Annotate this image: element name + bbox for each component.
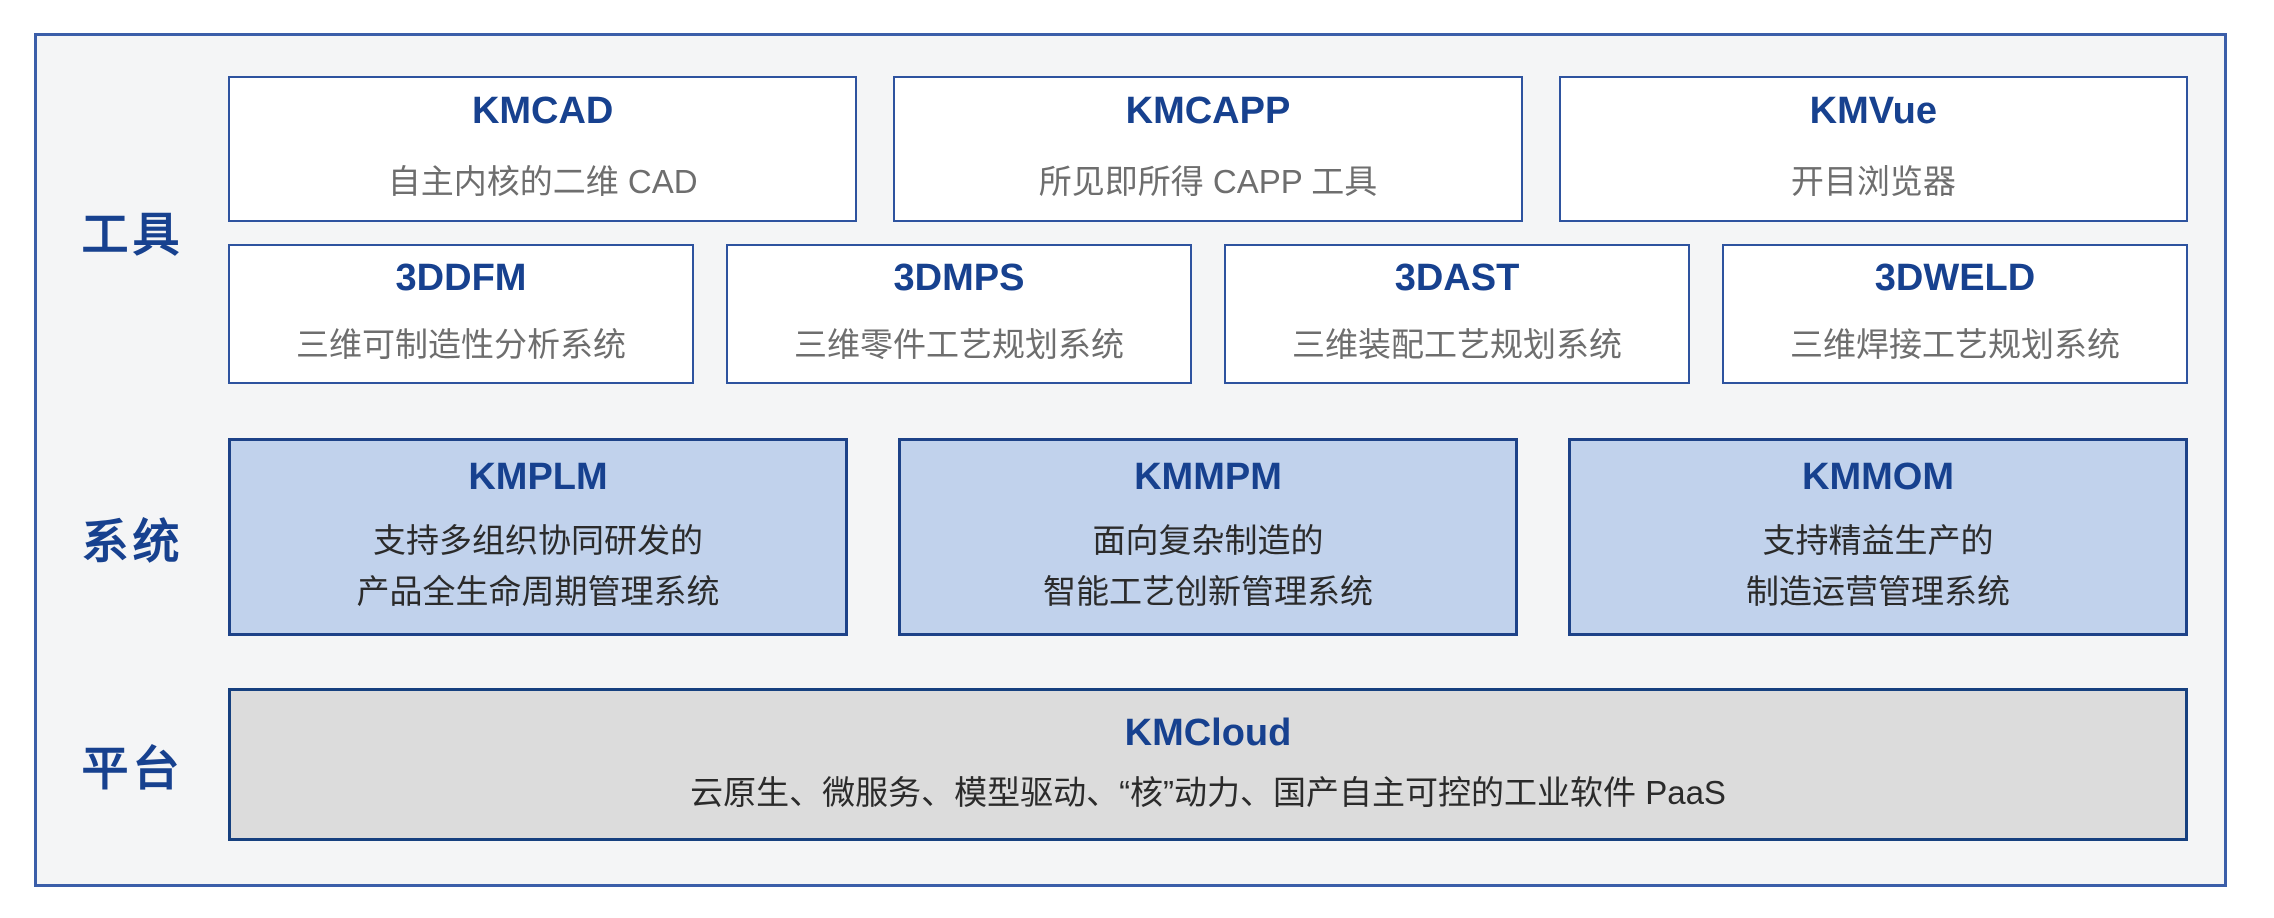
- product-name: KMPLM: [468, 455, 608, 498]
- product-box-kmmom: KMMOM 支持精益生产的 制造运营管理系统: [1568, 438, 2188, 636]
- group-platform: 平台 KMCloud 云原生、微服务、模型驱动、“核”动力、国产自主可控的工业软…: [37, 688, 2188, 841]
- systems-row: KMPLM 支持多组织协同研发的 产品全生命周期管理系统 KMMPM 面向复杂制…: [228, 438, 2188, 636]
- tools-content: KMCAD 自主内核的二维 CAD KMCAPP 所见即所得 CAPP 工具 K…: [228, 76, 2188, 384]
- product-desc-line: 产品全生命周期管理系统: [356, 572, 720, 610]
- product-box-kmcapp: KMCAPP 所见即所得 CAPP 工具: [893, 76, 1523, 222]
- product-desc-line: 支持多组织协同研发的: [373, 521, 703, 559]
- product-box-3dweld: 3DWELD 三维焊接工艺规划系统: [1722, 244, 2188, 384]
- product-name: KMCAD: [471, 90, 614, 133]
- product-name: 3DAST: [1394, 257, 1520, 300]
- product-desc: 三维零件工艺规划系统: [794, 326, 1124, 364]
- product-desc: 开目浏览器: [1790, 163, 1956, 201]
- label-cell-systems: 系统: [37, 438, 228, 636]
- section-label-systems: 系统: [81, 514, 184, 568]
- group-tools: 工具 KMCAD 自主内核的二维 CAD KMCAPP 所见即所得 CAPP 工…: [37, 76, 2188, 384]
- product-box-kmplm: KMPLM 支持多组织协同研发的 产品全生命周期管理系统: [228, 438, 848, 636]
- section-label-tools: 工具: [81, 207, 184, 261]
- product-desc-line: 面向复杂制造的: [1092, 521, 1324, 559]
- product-name: KMMOM: [1802, 455, 1954, 498]
- product-box-kmmpm: KMMPM 面向复杂制造的 智能工艺创新管理系统: [898, 438, 1518, 636]
- tools-row-2: 3DDFM 三维可制造性分析系统 3DMPS 三维零件工艺规划系统 3DAST …: [228, 244, 2188, 384]
- product-name: KMCAPP: [1125, 90, 1291, 133]
- product-name: KMMPM: [1134, 455, 1282, 498]
- product-desc: 云原生、微服务、模型驱动、“核”动力、国产自主可控的工业软件 PaaS: [690, 774, 1726, 812]
- label-cell-platform: 平台: [37, 688, 228, 841]
- tools-row-1: KMCAD 自主内核的二维 CAD KMCAPP 所见即所得 CAPP 工具 K…: [228, 76, 2188, 222]
- product-desc-line: 支持精益生产的: [1762, 521, 1994, 559]
- product-box-kmcad: KMCAD 自主内核的二维 CAD: [228, 76, 858, 222]
- product-desc: 三维可制造性分析系统: [296, 326, 626, 364]
- product-box-3ddfm: 3DDFM 三维可制造性分析系统: [228, 244, 694, 384]
- product-name: KMVue: [1809, 90, 1938, 133]
- product-desc: 自主内核的二维 CAD: [387, 163, 698, 201]
- product-box-3dast: 3DAST 三维装配工艺规划系统: [1224, 244, 1690, 384]
- product-box-kmcloud: KMCloud 云原生、微服务、模型驱动、“核”动力、国产自主可控的工业软件 P…: [228, 688, 2188, 841]
- product-box-3dmps: 3DMPS 三维零件工艺规划系统: [726, 244, 1192, 384]
- product-architecture-panel: 工具 KMCAD 自主内核的二维 CAD KMCAPP 所见即所得 CAPP 工…: [34, 33, 2227, 887]
- product-desc: 三维装配工艺规划系统: [1292, 326, 1622, 364]
- label-cell-tools: 工具: [37, 76, 228, 384]
- product-desc: 所见即所得 CAPP 工具: [1038, 163, 1378, 201]
- product-desc: 三维焊接工艺规划系统: [1790, 326, 2120, 364]
- product-name: 3DMPS: [893, 257, 1025, 300]
- product-name: 3DWELD: [1874, 257, 2036, 300]
- systems-content: KMPLM 支持多组织协同研发的 产品全生命周期管理系统 KMMPM 面向复杂制…: [228, 438, 2188, 636]
- product-box-kmvue: KMVue 开目浏览器: [1558, 76, 2188, 222]
- platform-content: KMCloud 云原生、微服务、模型驱动、“核”动力、国产自主可控的工业软件 P…: [228, 688, 2188, 841]
- product-desc-line: 智能工艺创新管理系统: [1043, 572, 1373, 610]
- product-desc-line: 制造运营管理系统: [1746, 572, 2010, 610]
- product-name: KMCloud: [1124, 711, 1292, 754]
- group-systems: 系统 KMPLM 支持多组织协同研发的 产品全生命周期管理系统 KMMPM 面向…: [37, 438, 2188, 636]
- platform-row: KMCloud 云原生、微服务、模型驱动、“核”动力、国产自主可控的工业软件 P…: [228, 688, 2188, 841]
- product-name: 3DDFM: [395, 257, 527, 300]
- section-label-platform: 平台: [81, 742, 184, 795]
